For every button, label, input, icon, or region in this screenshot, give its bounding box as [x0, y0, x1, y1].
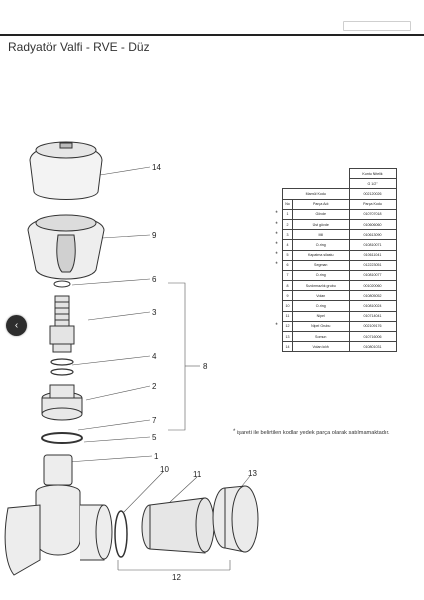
callout-7: 7: [152, 416, 157, 425]
footnote-star: *: [233, 429, 236, 435]
part-cap: [29, 141, 103, 200]
footnote: * işareti ile belirtilen kodlar yedek pa…: [233, 429, 390, 436]
page-title: Radyatör Valfi - RVE - Düz: [8, 40, 150, 54]
diagram-callouts: 14 9 6 3 4 2 7 5 1 10 11 13 12 8: [152, 163, 257, 582]
diagram-leaders: [67, 166, 251, 571]
table-header-label: Mamül Kodu: [282, 188, 350, 200]
table-header-size: G 1/2": [348, 178, 397, 190]
callout-8: 8: [203, 362, 208, 371]
callout-4: 4: [152, 352, 157, 361]
column-header-name: Parça Adı: [292, 198, 350, 210]
part-nipple: [141, 497, 215, 554]
callout-14: 14: [152, 163, 161, 172]
chevron-left-icon: ‹: [14, 320, 19, 331]
table-header-top: Kuntu Nitelik: [348, 167, 397, 180]
column-header-no: No: [282, 198, 293, 210]
callout-11: 11: [193, 470, 202, 479]
part-handwheel: [27, 214, 105, 280]
header-divider: [0, 34, 424, 36]
part-gasket: [41, 432, 83, 444]
table-header-code: 002120026: [348, 188, 397, 200]
part-upper-body: [41, 384, 83, 421]
callout-1: 1: [154, 452, 159, 461]
callout-5: 5: [152, 433, 157, 442]
callout-9: 9: [152, 231, 157, 240]
carousel-prev-button[interactable]: ‹: [6, 315, 27, 336]
part-spindle: [49, 295, 75, 353]
part-nut: [212, 485, 259, 553]
column-header-code: Parça Kodu: [348, 198, 397, 210]
callout-12: 12: [172, 573, 181, 582]
part-oring-10: [114, 510, 128, 558]
part-circlip: [53, 280, 71, 288]
part-orings: [50, 358, 74, 376]
search-bar[interactable]: [343, 21, 411, 31]
callout-6: 6: [152, 275, 157, 284]
part-valve-body: [4, 454, 113, 576]
callout-10: 10: [160, 465, 169, 474]
callout-2: 2: [152, 382, 157, 391]
callout-13: 13: [248, 469, 257, 478]
footnote-text: işareti ile belirtilen kodlar yedek parç…: [236, 430, 390, 436]
callout-3: 3: [152, 308, 157, 317]
parts-table: Kuntu Nitelik G 1/2" Mamül Kodu 00212002…: [271, 167, 397, 353]
